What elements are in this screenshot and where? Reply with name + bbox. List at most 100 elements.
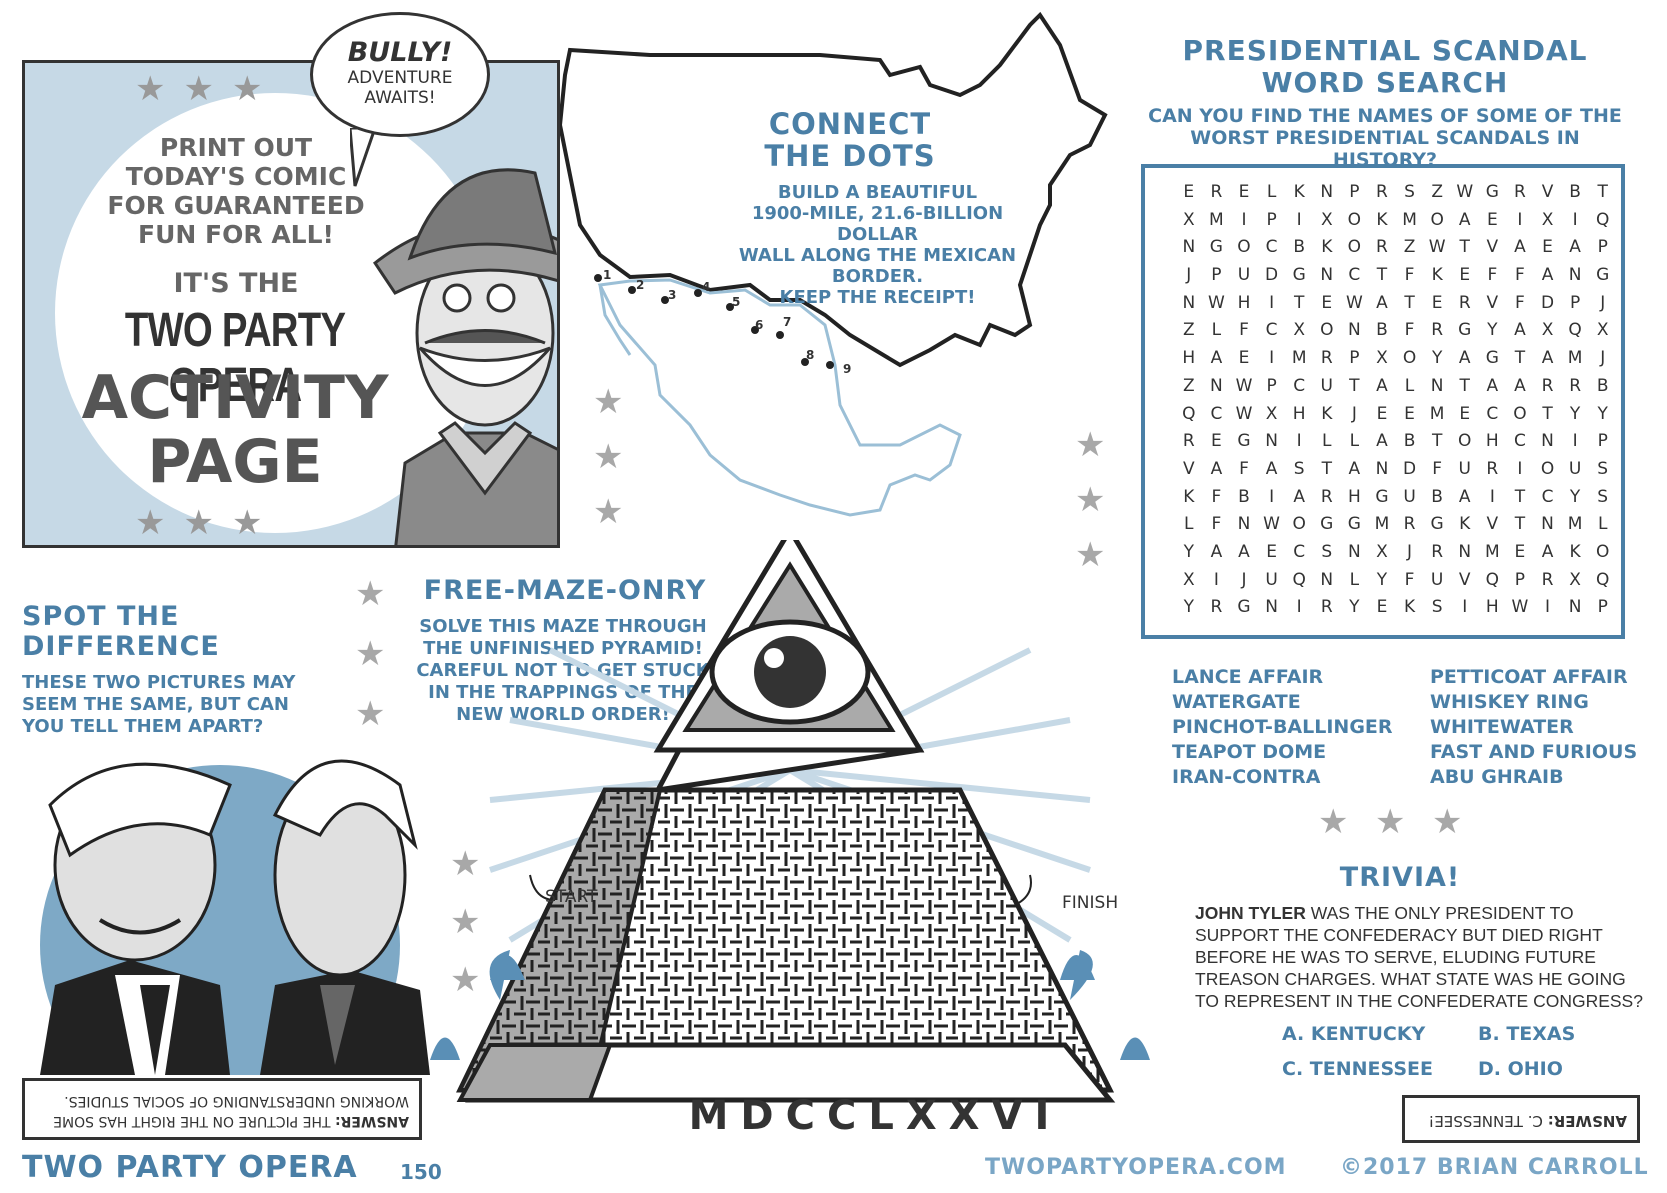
word-search-letter[interactable]: E (1183, 182, 1195, 202)
word-search-letter[interactable]: O (1237, 237, 1251, 258)
word-search-letter[interactable]: W (1345, 292, 1363, 313)
word-search-letter[interactable]: S (1597, 486, 1609, 507)
word-search-letter[interactable]: A (1569, 237, 1581, 258)
word-search-letter[interactable]: F (1515, 265, 1525, 286)
word-search-letter[interactable]: H (1237, 292, 1251, 313)
word-search-letter[interactable]: I (1213, 569, 1219, 590)
word-search-letter[interactable]: A (1458, 348, 1471, 369)
trivia-option-d[interactable]: D. OHIO (1478, 1058, 1563, 1080)
word-search-letter[interactable]: E (1459, 403, 1471, 424)
word-search-letter[interactable]: R (1320, 597, 1333, 618)
word-search-letter[interactable]: I (1269, 292, 1275, 313)
word-search-letter[interactable]: A (1210, 541, 1223, 562)
word-search-letter[interactable]: U (1320, 375, 1333, 396)
word-search-letter[interactable]: S (1431, 597, 1443, 618)
word-search-letter[interactable]: E (1404, 403, 1415, 424)
word-search-letter[interactable]: Y (1349, 597, 1360, 618)
word-search-letter[interactable]: X (1293, 320, 1305, 341)
word-search-letter[interactable]: D (1403, 458, 1417, 479)
word-search-letter[interactable]: A (1458, 486, 1471, 507)
word-search-letter[interactable]: E (1238, 182, 1250, 202)
word-search-letter[interactable]: R (1376, 237, 1388, 258)
word-search-letter[interactable]: P (1349, 348, 1360, 369)
word-search-letter[interactable]: J (1186, 265, 1192, 286)
word-search-letter[interactable]: E (1238, 348, 1250, 369)
word-search-letter[interactable]: A (1376, 375, 1388, 396)
word-search-letter[interactable]: C (1265, 320, 1278, 341)
word-search-letter[interactable]: O (1513, 403, 1527, 424)
word-search-letter[interactable]: F (1239, 458, 1249, 479)
word-search-letter[interactable]: Z (1182, 375, 1195, 396)
word-search-letter[interactable]: P (1211, 265, 1222, 286)
trivia-option-b[interactable]: B. TEXAS (1478, 1023, 1576, 1045)
word-search-letter[interactable]: G (1430, 514, 1444, 535)
word-search-letter[interactable]: A (1514, 320, 1526, 341)
word-search-letter[interactable]: R (1514, 182, 1526, 202)
word-search-letter[interactable]: T (1431, 431, 1443, 452)
word-search-letter[interactable]: M (1291, 348, 1307, 369)
word-search-letter[interactable]: T (1459, 237, 1470, 258)
word-search-letter[interactable]: K (1376, 209, 1388, 230)
word-search-letter[interactable]: X (1569, 569, 1581, 590)
word-search-letter[interactable]: T (1597, 182, 1608, 202)
word-search-letter[interactable]: J (1351, 403, 1357, 424)
word-search-letter[interactable]: D (1265, 265, 1279, 286)
word-search-letter[interactable]: Z (1182, 320, 1195, 341)
word-search-letter[interactable]: F (1487, 265, 1498, 286)
word-search-letter[interactable]: B (1403, 431, 1416, 452)
word-search-letter[interactable]: Q (1292, 569, 1306, 590)
word-search-letter[interactable]: F (1239, 320, 1249, 341)
word-search-letter[interactable]: Z (1431, 182, 1443, 202)
word-search-letter[interactable]: F (1515, 292, 1525, 313)
word-search-letter[interactable]: T (1514, 348, 1526, 369)
word-search-letter[interactable]: M (1567, 348, 1583, 369)
word-search-letter[interactable]: O (1596, 541, 1610, 562)
word-search-letter[interactable]: R (1210, 597, 1223, 618)
word-search-letter[interactable]: L (1597, 514, 1608, 535)
word-search-letter[interactable]: H (1292, 403, 1306, 424)
word-search-letter[interactable]: E (1376, 597, 1388, 618)
word-search-letter[interactable]: P (1266, 375, 1277, 396)
word-search-letter[interactable]: A (1541, 541, 1554, 562)
word-search-letter[interactable]: F (1404, 569, 1415, 590)
word-search-letter[interactable]: M (1209, 209, 1224, 230)
word-search-letter[interactable]: V (1458, 569, 1471, 590)
word-search-letter[interactable]: I (1269, 348, 1275, 369)
word-search-letter[interactable]: C (1348, 265, 1361, 286)
word-search-letter[interactable]: N (1182, 292, 1196, 313)
word-search-letter[interactable]: W (1263, 514, 1280, 535)
word-search-letter[interactable]: M (1484, 541, 1500, 562)
word-search-letter[interactable]: N (1568, 265, 1582, 286)
word-search-letter[interactable]: X (1182, 569, 1195, 590)
word-search-letter[interactable]: V (1182, 458, 1195, 479)
word-search-letter[interactable]: M (1567, 514, 1583, 535)
word-search-letter[interactable]: T (1349, 375, 1360, 396)
word-search-letter[interactable]: X (1265, 403, 1278, 424)
word-search-letter[interactable]: F (1211, 486, 1222, 507)
word-search-letter[interactable]: P (1266, 209, 1277, 230)
word-search-letter[interactable]: T (1404, 292, 1415, 313)
word-search-letter[interactable]: A (1210, 348, 1223, 369)
word-search-letter[interactable]: W (1235, 375, 1253, 396)
word-search-letter[interactable]: N (1568, 597, 1582, 618)
word-search-letter[interactable]: T (1542, 403, 1553, 424)
word-search-letter[interactable]: B (1293, 237, 1305, 258)
word-search-letter[interactable]: M (1402, 209, 1417, 230)
word-search-letter[interactable]: A (1486, 375, 1499, 396)
word-search-letter[interactable]: T (1514, 514, 1526, 535)
word-search-letter[interactable]: X (1541, 209, 1554, 230)
word-search-letter[interactable]: P (1597, 237, 1608, 258)
word-search-letter[interactable]: H (1182, 348, 1196, 369)
word-search-letter[interactable]: A (1376, 292, 1388, 313)
word-search-letter[interactable]: N (1541, 431, 1554, 452)
word-search-letter[interactable]: H (1485, 431, 1499, 452)
word-search-letter[interactable]: R (1182, 431, 1195, 452)
word-search-letter[interactable]: T (1376, 265, 1388, 286)
word-search-letter[interactable]: R (1569, 375, 1582, 396)
word-search-letter[interactable]: S (1321, 541, 1333, 562)
word-search-letter[interactable]: R (1458, 292, 1471, 313)
word-search-letter[interactable]: J (1600, 348, 1606, 369)
word-search-letter[interactable]: I (1572, 431, 1578, 452)
word-search-letter[interactable]: G (1237, 597, 1251, 618)
word-search-letter[interactable]: K (1403, 597, 1416, 618)
